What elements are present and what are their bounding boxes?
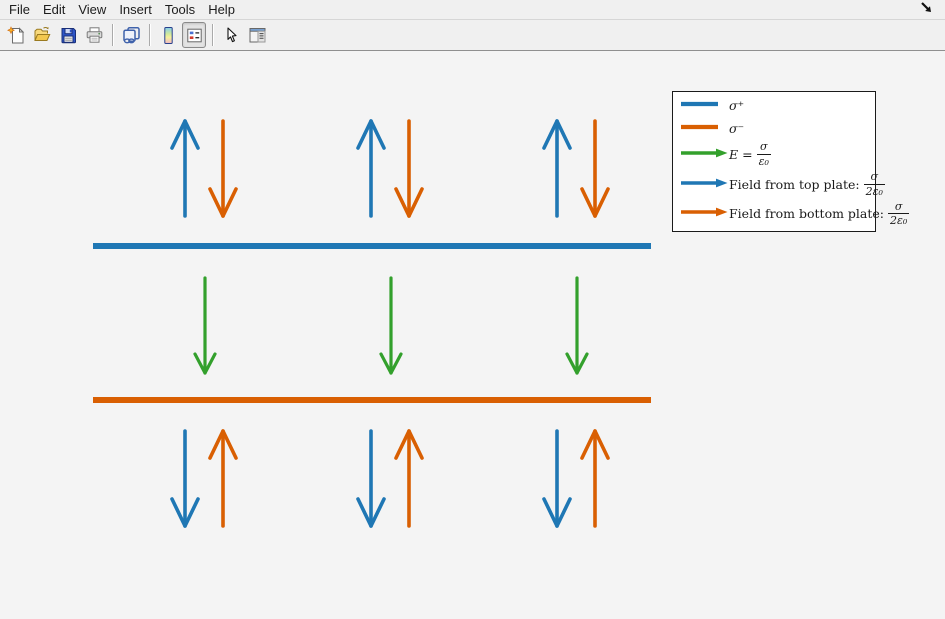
legend-entry-2: σ⁻	[679, 119, 869, 138]
new-figure-button[interactable]	[4, 22, 28, 48]
link-plot-icon	[122, 26, 140, 43]
edit-plot-icon	[226, 26, 237, 42]
toolbar-separator	[212, 24, 213, 46]
above-orange-down-3	[580, 119, 610, 218]
between-green-down-1	[193, 276, 217, 375]
above-blue-up-1	[170, 119, 200, 218]
print-figure-icon	[86, 26, 102, 43]
menu-help[interactable]: Help	[208, 2, 235, 17]
save-figure-button[interactable]	[56, 22, 80, 48]
plot-tools-icon	[249, 27, 265, 42]
legend-line-sample	[679, 119, 729, 138]
menu-file[interactable]: File	[9, 2, 30, 17]
menu-bar: File Edit View Insert Tools Help	[0, 0, 945, 20]
open-file-icon	[33, 26, 50, 41]
between-green-down-2	[379, 276, 403, 375]
above-blue-up-3	[542, 119, 572, 218]
toolbar	[0, 20, 945, 51]
below-blue-down-2	[356, 429, 386, 528]
open-file-button[interactable]	[30, 22, 54, 48]
insert-colorbar-button[interactable]	[156, 22, 180, 48]
insert-colorbar-icon	[163, 26, 173, 44]
menu-tools[interactable]: Tools	[164, 2, 196, 17]
below-blue-down-1	[170, 429, 200, 528]
menu-view[interactable]: View	[78, 2, 107, 17]
legend-arrow-sample	[679, 204, 729, 223]
below-orange-up-3	[580, 429, 610, 528]
capacitor-field-diagram	[93, 119, 651, 528]
link-plot-button[interactable]	[119, 22, 143, 48]
legend-arrow-sample	[679, 145, 729, 164]
new-figure-icon	[6, 25, 24, 43]
insert-legend-icon	[186, 28, 202, 42]
legend-entry-1: σ⁺	[679, 96, 869, 115]
save-figure-icon	[61, 27, 76, 43]
menu-insert[interactable]: Insert	[119, 2, 152, 17]
toolbar-separator	[149, 24, 150, 46]
above-orange-down-1	[208, 119, 238, 218]
legend-line-sample	[679, 96, 729, 115]
plot-tools-button[interactable]	[245, 22, 269, 48]
below-blue-down-3	[542, 429, 572, 528]
print-figure-button[interactable]	[82, 22, 106, 48]
between-green-down-3	[565, 276, 589, 375]
legend-label: σ⁻	[729, 120, 745, 136]
below-orange-up-1	[208, 429, 238, 528]
menu-edit[interactable]: Edit	[42, 2, 66, 17]
legend-label: σ⁺	[729, 98, 745, 113]
above-blue-up-2	[356, 119, 386, 218]
edit-plot-button[interactable]	[219, 22, 243, 48]
below-orange-up-2	[394, 429, 424, 528]
legend-arrow-sample	[679, 175, 729, 194]
insert-legend-button[interactable]	[182, 22, 206, 48]
toolbar-separator	[112, 24, 113, 46]
above-orange-down-2	[394, 119, 424, 218]
resize-se-arrow-icon	[920, 1, 933, 14]
